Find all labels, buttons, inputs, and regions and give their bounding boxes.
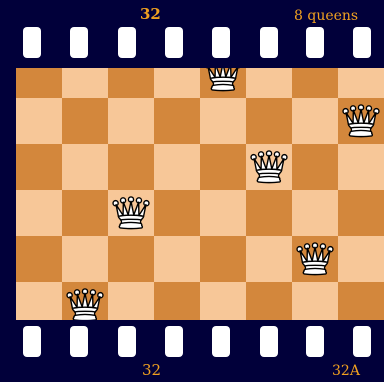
- board-square[interactable]: [246, 282, 292, 320]
- board-square[interactable]: [16, 144, 62, 190]
- board-square[interactable]: [62, 236, 108, 282]
- bottom-frame-number: 32: [142, 363, 161, 378]
- board-square[interactable]: [338, 190, 384, 236]
- board-square[interactable]: [108, 68, 154, 98]
- board-square[interactable]: [292, 98, 338, 144]
- board-square[interactable]: [246, 68, 292, 98]
- board-square[interactable]: [200, 190, 246, 236]
- board-square[interactable]: [292, 190, 338, 236]
- white-queen-icon[interactable]: [110, 192, 152, 234]
- board-square[interactable]: [246, 190, 292, 236]
- top-perforation-4: [165, 27, 183, 58]
- board-square[interactable]: [16, 68, 62, 98]
- board-square[interactable]: [338, 144, 384, 190]
- top-caption: 8 queens: [294, 9, 358, 23]
- bottom-perforation-2: [70, 326, 88, 357]
- bottom-perforation-5: [212, 326, 230, 357]
- board-square[interactable]: [246, 98, 292, 144]
- board-square[interactable]: [108, 98, 154, 144]
- top-perforation-5: [212, 27, 230, 58]
- board-square[interactable]: [62, 68, 108, 98]
- board-square[interactable]: [154, 190, 200, 236]
- white-queen-icon[interactable]: [294, 238, 336, 280]
- top-perforation-1: [23, 27, 41, 58]
- board-square[interactable]: [16, 98, 62, 144]
- bottom-perforation-8: [353, 326, 371, 357]
- board-square[interactable]: [154, 68, 200, 98]
- board-square[interactable]: [154, 282, 200, 320]
- board-square[interactable]: [16, 236, 62, 282]
- white-queen-icon[interactable]: [202, 68, 244, 96]
- chess-board: [16, 68, 384, 320]
- board-square[interactable]: [154, 236, 200, 282]
- white-queen-icon[interactable]: [64, 284, 106, 320]
- board-square[interactable]: [292, 68, 338, 98]
- board-square[interactable]: [108, 144, 154, 190]
- board-square[interactable]: [200, 282, 246, 320]
- board-square[interactable]: [108, 236, 154, 282]
- bottom-perforation-1: [23, 326, 41, 357]
- board-square[interactable]: [338, 282, 384, 320]
- board-square[interactable]: [62, 144, 108, 190]
- top-perforation-2: [70, 27, 88, 58]
- top-frame-number: 32: [140, 7, 161, 22]
- board-square[interactable]: [338, 68, 384, 98]
- board-square[interactable]: [292, 282, 338, 320]
- bottom-edge-code: 32A: [332, 364, 360, 378]
- board-square[interactable]: [338, 236, 384, 282]
- bottom-perforation-6: [260, 326, 278, 357]
- bottom-perforation-7: [306, 326, 324, 357]
- top-perforation-8: [353, 27, 371, 58]
- board-square[interactable]: [154, 98, 200, 144]
- board-square[interactable]: [246, 236, 292, 282]
- white-queen-icon[interactable]: [340, 100, 382, 142]
- top-perforation-3: [118, 27, 136, 58]
- board-square[interactable]: [154, 144, 200, 190]
- top-perforation-7: [306, 27, 324, 58]
- board-square[interactable]: [62, 98, 108, 144]
- white-queen-icon[interactable]: [248, 146, 290, 188]
- board-square[interactable]: [292, 144, 338, 190]
- bottom-perforation-4: [165, 326, 183, 357]
- board-square[interactable]: [200, 236, 246, 282]
- board-square[interactable]: [108, 282, 154, 320]
- board-square[interactable]: [200, 98, 246, 144]
- board-square[interactable]: [62, 190, 108, 236]
- board-square[interactable]: [16, 190, 62, 236]
- bottom-perforation-3: [118, 326, 136, 357]
- board-square[interactable]: [16, 282, 62, 320]
- board-square[interactable]: [200, 144, 246, 190]
- top-perforation-6: [260, 27, 278, 58]
